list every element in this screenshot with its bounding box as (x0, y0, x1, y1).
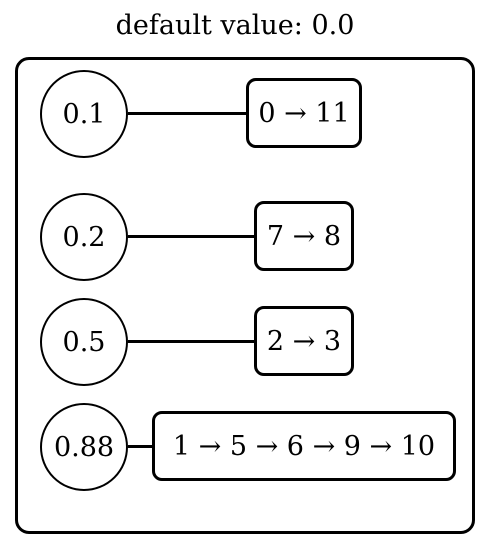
diagram-title: default value: 0.0 (115, 10, 355, 41)
value-node-2: 0.2 (40, 193, 128, 281)
edge-row-3 (128, 340, 256, 343)
chain-box-3: 2 → 3 (254, 306, 354, 376)
value-node-4: 0.88 (40, 403, 128, 491)
value-node-1: 0.1 (40, 70, 128, 158)
edge-row-1 (128, 112, 248, 115)
group-frame (15, 57, 475, 534)
edge-row-4 (128, 445, 154, 448)
value-node-3: 0.5 (40, 298, 128, 386)
chain-box-2: 7 → 8 (254, 201, 354, 271)
edge-row-2 (128, 235, 256, 238)
chain-box-1: 0 → 11 (246, 78, 362, 148)
chain-box-4: 1 → 5 → 6 → 9 → 10 (152, 411, 456, 481)
